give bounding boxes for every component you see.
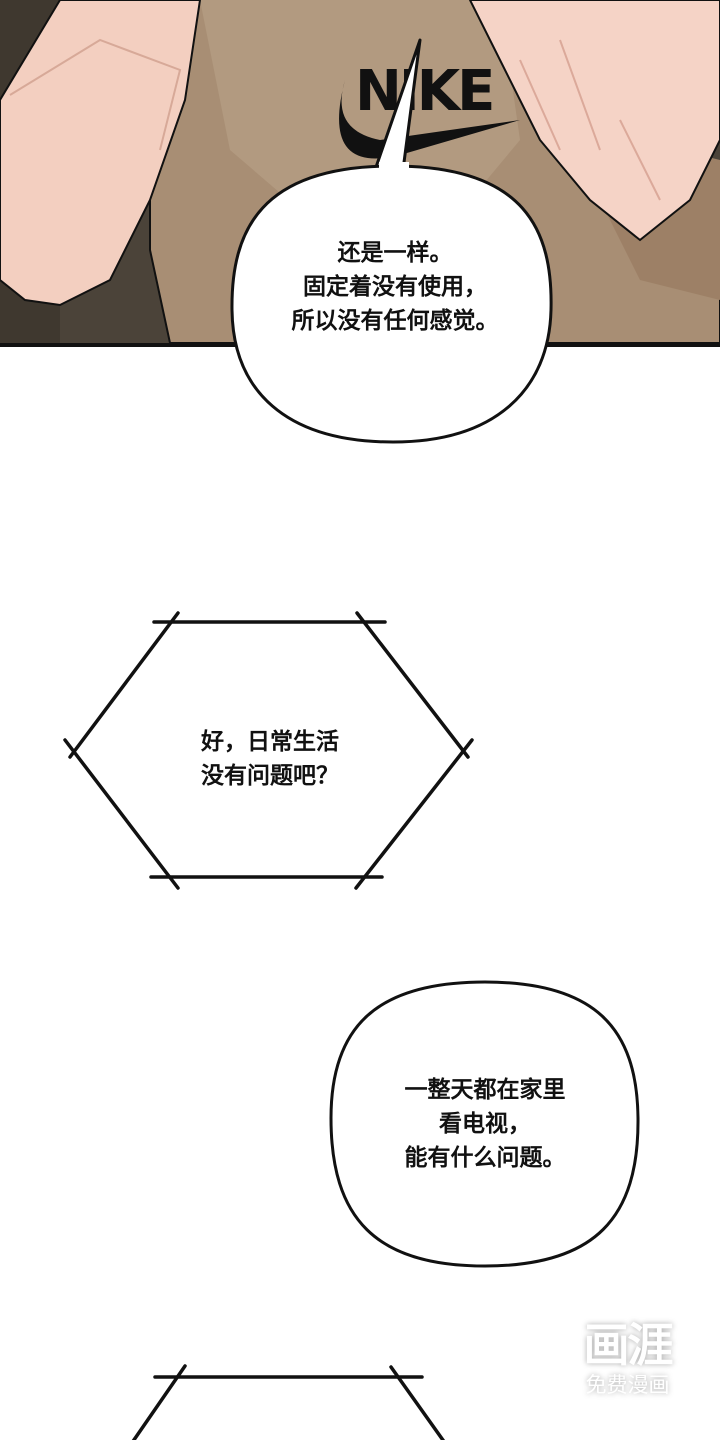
svg-text:NIKE: NIKE	[355, 59, 492, 124]
bubble-line: 一整天都在家里	[404, 1077, 566, 1103]
bubble-line: 固定着没有使用，	[303, 274, 487, 300]
watermark-subtitle: 免费漫画	[585, 1373, 670, 1397]
bubble-line: 还是一样。	[337, 240, 453, 266]
hexagon-bubble	[63, 611, 474, 890]
hexagon-bubble-text: 好，日常生活 没有问题吧？	[120, 725, 420, 793]
bubble-line: 看电视，	[439, 1111, 531, 1137]
watermark-logo: 画涯	[583, 1318, 674, 1372]
hexagon-bubble-partial	[131, 1364, 446, 1440]
speech-bubble-1-text: 还是一样。 固定着没有使用， 所以没有任何感觉。	[235, 236, 555, 338]
bubble-line: 没有问题吧？	[201, 763, 339, 789]
watermark: 画涯 免费漫画	[565, 1318, 690, 1398]
bubble-line: 好，日常生活	[201, 729, 339, 755]
speech-bubble-2	[329, 980, 640, 1268]
bubble-line: 所以没有任何感觉。	[291, 308, 499, 334]
speech-bubble-1	[230, 38, 553, 444]
bubble-line: 能有什么问题。	[404, 1145, 566, 1171]
nike-logo: NIKE	[339, 59, 520, 159]
speech-bubble-2-text: 一整天都在家里 看电视， 能有什么问题。	[330, 1073, 640, 1175]
